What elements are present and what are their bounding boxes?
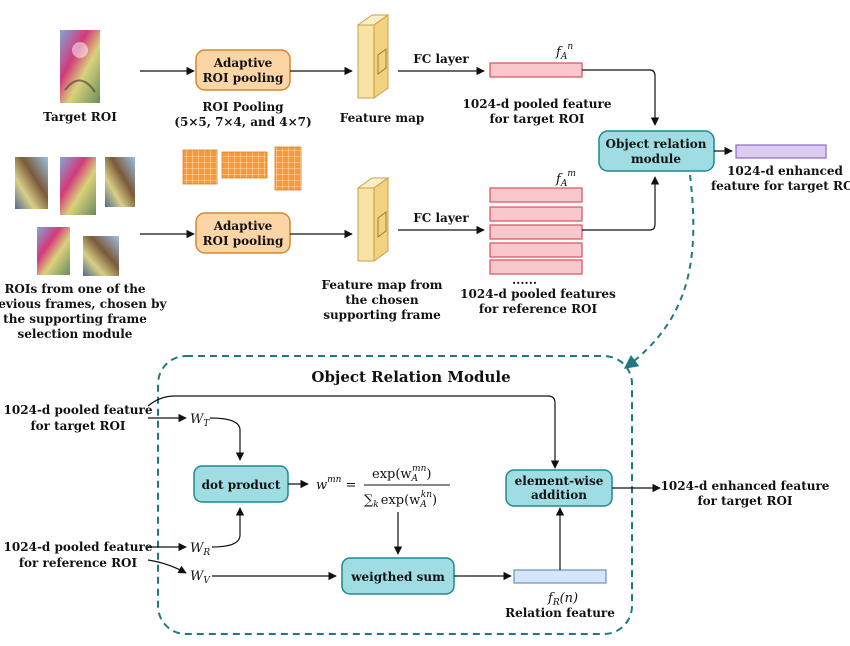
pooled-ref-label-line-1: 1024-d pooled features bbox=[460, 287, 616, 301]
enhanced-feature-bar bbox=[735, 144, 827, 159]
pooling-grid-4x7 bbox=[274, 146, 302, 191]
fa-n-label: fAn bbox=[555, 42, 573, 62]
arrow-wt-to-dot bbox=[209, 417, 245, 461]
svg-text:Object relation: Object relation bbox=[606, 137, 707, 151]
arrow-fa-n-to-relation bbox=[582, 69, 660, 126]
dot-product-box: dot product bbox=[193, 465, 289, 503]
pooled-target-label-line-1: 1024-d pooled feature bbox=[463, 97, 612, 111]
wt-label: WT bbox=[190, 412, 210, 429]
module-input-target-line-1: 1024-d pooled feature bbox=[4, 403, 153, 417]
fa-m-label: fAm bbox=[555, 169, 576, 189]
pooling-grid-5x5 bbox=[182, 149, 218, 185]
relation-feature-label: Relation feature bbox=[505, 606, 615, 620]
svg-text:wmn=: wmn= bbox=[316, 475, 356, 493]
pooling-grid-7x4 bbox=[221, 151, 268, 179]
svg-text:weigthed sum: weigthed sum bbox=[350, 570, 445, 584]
output-label-line-2: for target ROI bbox=[697, 494, 792, 508]
dashed-expand-arrow bbox=[623, 174, 695, 369]
svg-text:addition: addition bbox=[531, 488, 587, 502]
svg-text:ROI pooling: ROI pooling bbox=[203, 71, 284, 85]
feature-map-label: Feature map bbox=[340, 111, 425, 125]
svg-text:ROI pooling: ROI pooling bbox=[203, 234, 284, 248]
reference-rois-label-line-4: selection module bbox=[18, 327, 133, 341]
pooled-feature-target-bar bbox=[489, 62, 583, 78]
feature-map-2 bbox=[356, 177, 390, 262]
adaptive-roi-pooling-box-1: Adaptive ROI pooling bbox=[195, 49, 291, 91]
wv-label: WV bbox=[190, 569, 211, 586]
svg-text:exp(wAmn): exp(wAmn) bbox=[372, 464, 431, 484]
module-title: Object Relation Module bbox=[311, 368, 510, 386]
object-relation-module-box: Object relation module bbox=[598, 130, 715, 172]
ref-ellipsis: ...... bbox=[512, 273, 537, 287]
feature-map2-label-line-2: the chosen bbox=[345, 293, 419, 307]
module-input-ref-line-1: 1024-d pooled feature bbox=[4, 540, 153, 554]
svg-text:dot product: dot product bbox=[202, 478, 281, 492]
arrow-wr-to-dot bbox=[211, 507, 245, 548]
feature-map2-label-line-3: supporting frame bbox=[323, 308, 441, 322]
svg-text:element-wise: element-wise bbox=[515, 474, 604, 488]
fr-label: fR(n) bbox=[547, 591, 578, 608]
roi-pooling-caption-line-2: (5×5, 7×4, and 4×7) bbox=[174, 115, 311, 129]
target-roi-image bbox=[60, 30, 100, 103]
reference-roi-images bbox=[15, 157, 135, 276]
pooled-ref-label-line-2: for reference ROI bbox=[479, 302, 598, 316]
reference-rois-label-line-2: previous frames, chosen by bbox=[0, 297, 167, 311]
weighted-sum-box: weigthed sum bbox=[341, 557, 455, 595]
enhanced-label-line-2: feature for target ROI bbox=[711, 179, 850, 193]
module-input-target-line-2: for target ROI bbox=[30, 419, 125, 433]
adaptive-roi-pooling-box-2: Adaptive ROI pooling bbox=[195, 212, 291, 254]
svg-text:Adaptive: Adaptive bbox=[213, 56, 273, 70]
wr-label: WR bbox=[190, 541, 210, 558]
output-label-line-1: 1024-d enhanced feature bbox=[661, 479, 830, 493]
reference-rois-label-line-3: the supporting frame bbox=[3, 312, 147, 326]
reference-rois-label-line-1: ROIs from one of the bbox=[4, 282, 145, 296]
enhanced-label-line-1: 1024-d enhanced bbox=[727, 164, 843, 178]
feature-map2-label-line-1: Feature map from bbox=[322, 278, 443, 292]
pooled-feature-ref-stack bbox=[489, 187, 583, 275]
svg-text:Adaptive: Adaptive bbox=[213, 219, 273, 233]
fc-layer-label-1: FC layer bbox=[413, 52, 469, 66]
arrow-fa-m-to-relation bbox=[582, 176, 660, 231]
elementwise-addition-box: element-wise addition bbox=[505, 469, 613, 507]
pooled-target-label-line-2: for target ROI bbox=[489, 112, 584, 126]
fc-layer-label-2: FC layer bbox=[413, 211, 469, 225]
svg-text:module: module bbox=[631, 152, 681, 166]
roi-pooling-caption-line-1: ROI Pooling bbox=[202, 100, 284, 114]
relation-feature-bar bbox=[513, 569, 607, 584]
feature-map-1 bbox=[356, 14, 390, 99]
target-roi-label: Target ROI bbox=[43, 110, 117, 124]
module-input-ref-line-2: for reference ROI bbox=[19, 556, 138, 570]
arrow-ref-to-wv bbox=[147, 559, 187, 574]
object-relation-module-container bbox=[157, 355, 633, 635]
arrow-target-bypass bbox=[147, 395, 560, 469]
